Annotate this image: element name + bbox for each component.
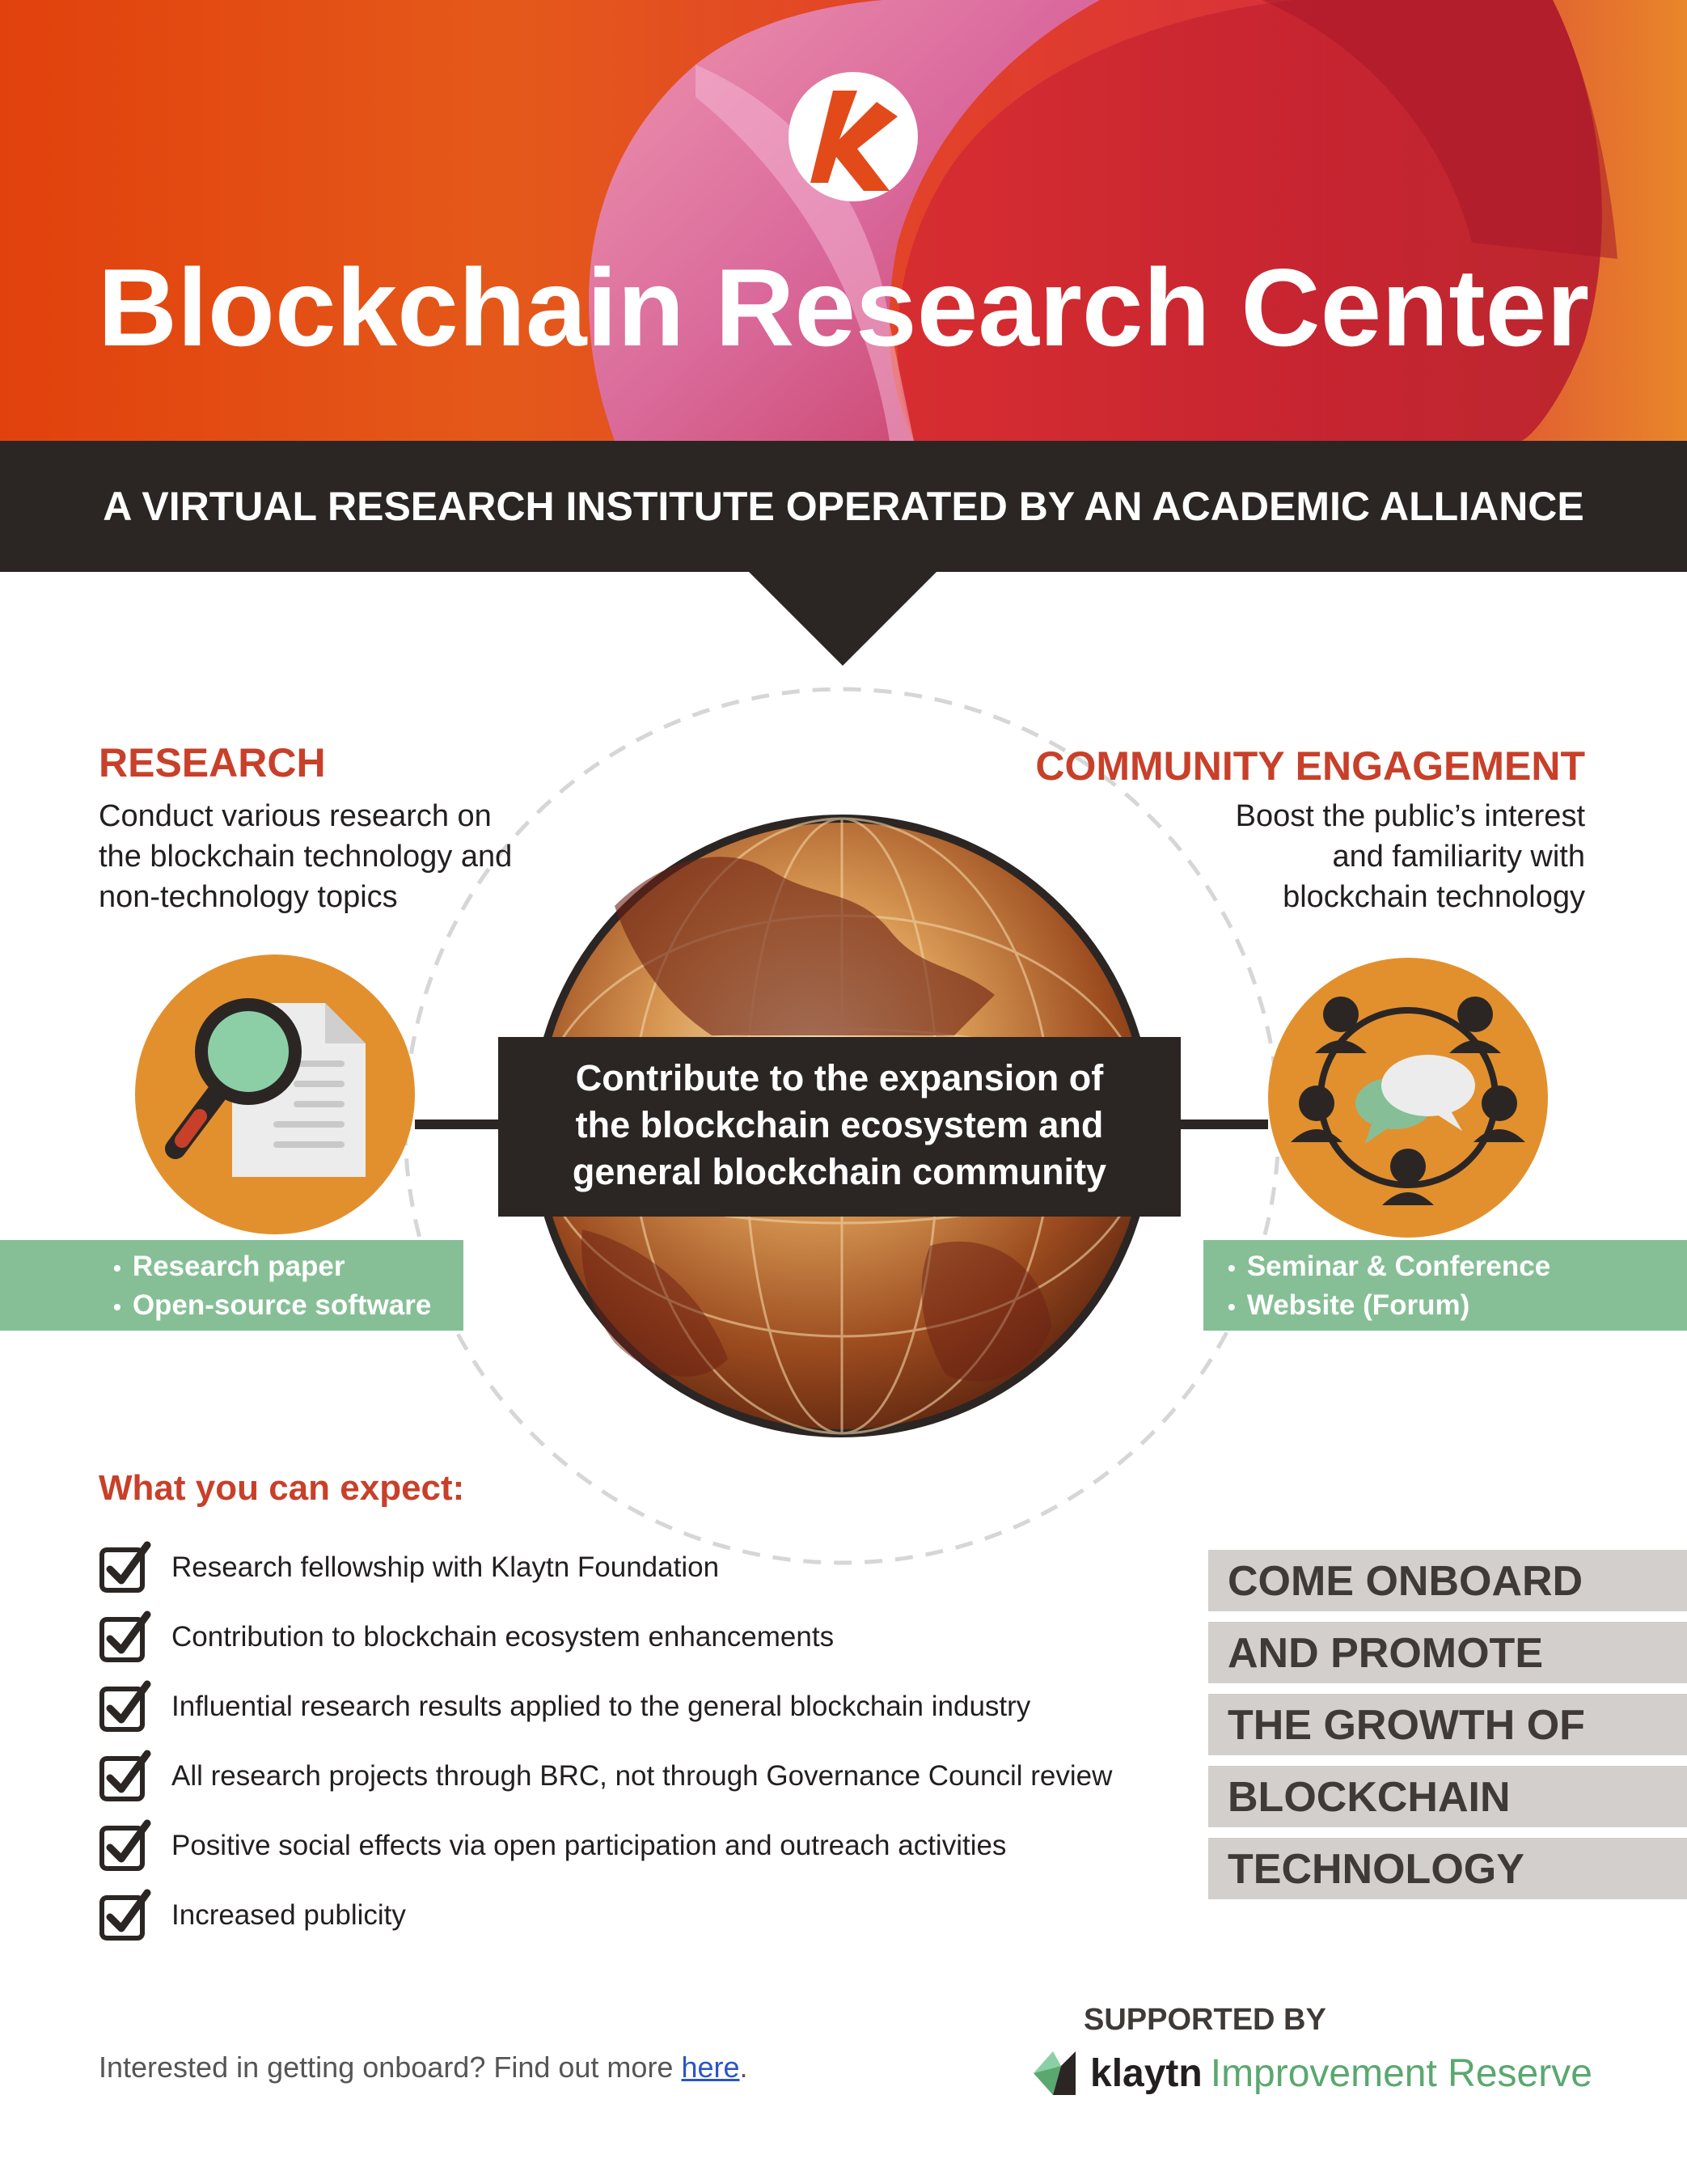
community-line: Boost the public’s interest [1235, 799, 1585, 833]
community-line: blockchain technology [1283, 880, 1585, 914]
banner-pointer-arrow [747, 570, 938, 666]
expectation-text: Research fellowship with Klaytn Foundati… [171, 1551, 720, 1583]
checkbox-checked-icon [99, 1680, 151, 1732]
community-chat-icon [1291, 997, 1525, 1205]
slogan-line: THE GROWTH OF [1208, 1694, 1687, 1755]
sponsor-logo-lockup: klaytn Improvement Reserve [1029, 2045, 1592, 2101]
expectation-text: All research projects through BRC, not t… [171, 1760, 1113, 1792]
list-item: Increased publicity [99, 1883, 1199, 1953]
research-line: the blockchain technology and [99, 840, 513, 874]
page-title: Blockchain Research Center [97, 246, 1590, 369]
hero-banner: Blockchain Research Center [0, 0, 1687, 441]
slogan-line: TECHNOLOGY [1208, 1838, 1687, 1899]
sponsor-program-name: Improvement Reserve [1210, 2051, 1592, 2095]
slogan-line: AND PROMOTE [1208, 1622, 1687, 1683]
expectation-text: Influential research results applied to … [171, 1691, 1031, 1722]
expectation-text: Increased publicity [171, 1899, 406, 1931]
list-item: Influential research results applied to … [99, 1674, 1199, 1744]
hero-abstract-shape [589, 0, 1617, 441]
magnifier-document-icon [165, 998, 366, 1177]
footer-cta: Interested in getting onboard? Find out … [99, 2051, 748, 2085]
checkbox-checked-icon [99, 1610, 151, 1662]
more-info-link[interactable]: here [681, 2051, 740, 2084]
list-item: Research fellowship with Klaytn Foundati… [99, 1535, 1199, 1605]
research-outputs-bar: Research paper Open-source software [0, 1240, 463, 1331]
subtitle-banner: A VIRTUAL RESEARCH INSTITUTE OPERATED BY… [0, 441, 1687, 572]
sponsor-brand: klaytn [1090, 2051, 1203, 2095]
community-heading: COMMUNITY ENGAGEMENT [1035, 743, 1585, 789]
mission-line: Contribute to the expansion of [575, 1057, 1104, 1098]
research-description: Conduct various research on the blockcha… [99, 796, 552, 917]
slogan-block: COME ONBOARD AND PROMOTE THE GROWTH OF B… [1208, 1550, 1687, 1910]
list-item: All research projects through BRC, not t… [99, 1744, 1199, 1814]
mission-line: the blockchain ecosystem and [575, 1104, 1104, 1145]
research-icon-circle [135, 954, 415, 1234]
research-heading: RESEARCH [99, 740, 326, 785]
checkbox-checked-icon [99, 1889, 151, 1941]
klaytn-logo-icon [1034, 2051, 1076, 2095]
subtitle-text: A VIRTUAL RESEARCH INSTITUTE OPERATED BY… [103, 484, 1584, 529]
footer-prefix: Interested in getting onboard? Find out … [99, 2051, 682, 2084]
expectation-text: Contribution to blockchain ecosystem enh… [171, 1621, 835, 1653]
community-line: and familiarity with [1332, 840, 1585, 874]
community-outputs-bar: Seminar & Conference Website (Forum) [1203, 1240, 1687, 1331]
community-output-item: Website (Forum) [1228, 1287, 1687, 1326]
checkbox-checked-icon [99, 1750, 151, 1801]
checkbox-checked-icon [99, 1819, 151, 1871]
research-line: Conduct various research on [99, 799, 492, 833]
footer-suffix: . [739, 2051, 748, 2084]
expectation-text: Positive social effects via open partici… [171, 1830, 1007, 1861]
research-output-item: Open-source software [113, 1287, 463, 1326]
expectations-heading: What you can expect: [99, 1468, 465, 1508]
community-output-item: Seminar & Conference [1228, 1248, 1687, 1287]
community-icon-circle [1268, 958, 1548, 1238]
list-item: Contribution to blockchain ecosystem enh… [99, 1605, 1199, 1674]
research-output-item: Research paper [113, 1248, 463, 1287]
expectations-list: Research fellowship with Klaytn Foundati… [99, 1535, 1199, 1953]
supported-by-label: SUPPORTED BY [1084, 2003, 1326, 2037]
slogan-line: BLOCKCHAIN [1208, 1766, 1687, 1827]
community-description: Boost the public’s interest and familiar… [1132, 796, 1585, 917]
mission-statement-box: Contribute to the expansion of the block… [498, 1037, 1181, 1217]
slogan-line: COME ONBOARD [1208, 1550, 1687, 1611]
klaytn-k-logo-icon [789, 72, 918, 201]
research-line: non-technology topics [99, 880, 398, 914]
list-item: Positive social effects via open partici… [99, 1814, 1199, 1883]
checkbox-checked-icon [99, 1541, 151, 1593]
mission-line: general blockchain community [572, 1151, 1107, 1192]
